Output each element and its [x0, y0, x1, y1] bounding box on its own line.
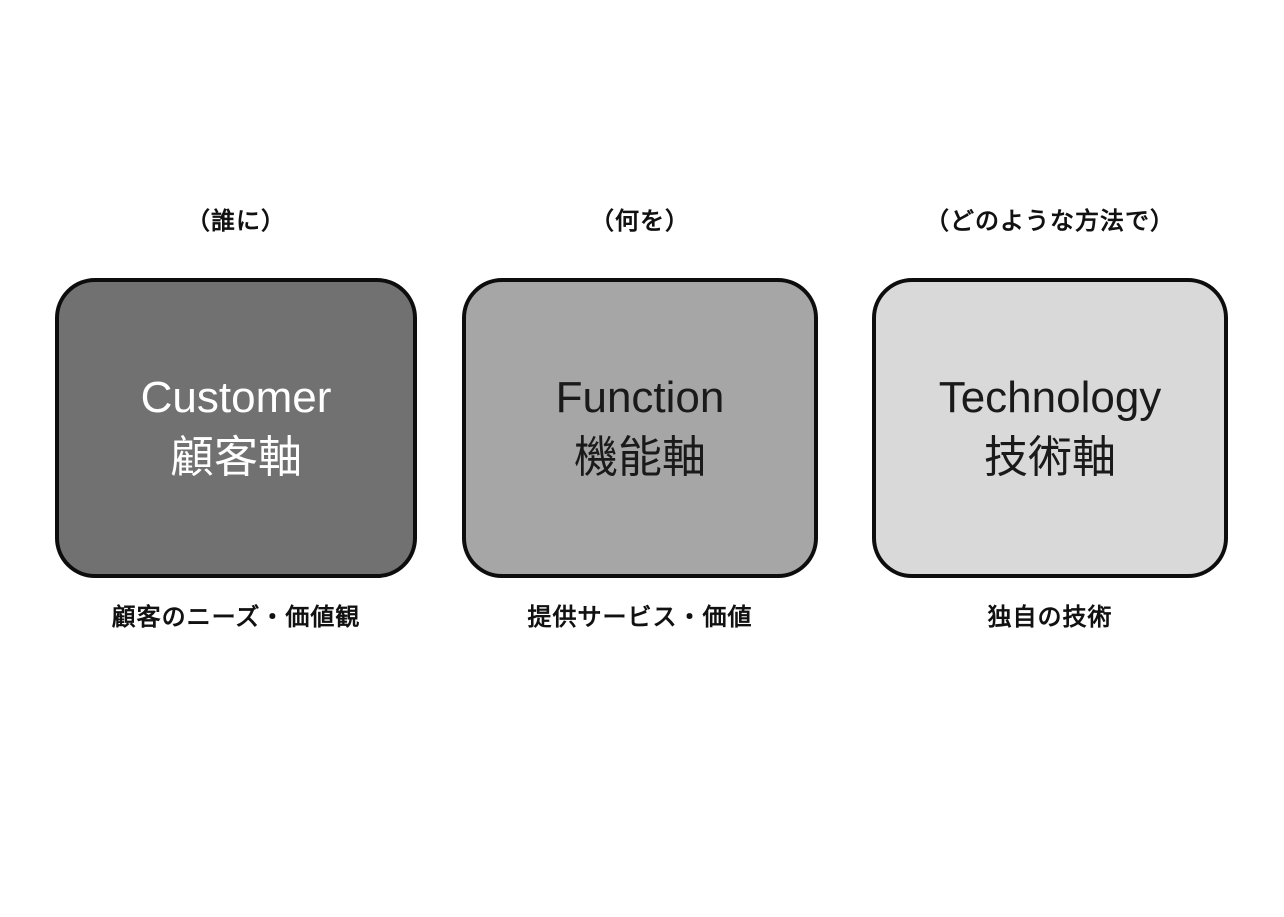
question-label-technology: （どのような方法で） — [925, 208, 1175, 235]
technology-title-en: Technology — [938, 373, 1162, 422]
column-technology: （どのような方法で） Technology 技術軸 独自の技術 — [872, 204, 1228, 636]
description-customer: 顧客のニーズ・価値観 — [111, 604, 361, 631]
description-technology: 独自の技術 — [987, 604, 1113, 631]
function-title-en: Function — [555, 373, 725, 422]
column-customer: （誰に） Customer 顧客軸 顧客のニーズ・価値観 — [55, 204, 417, 636]
technology-title-ja: 技術軸 — [984, 433, 1116, 482]
description-function: 提供サービス・価値 — [527, 604, 753, 631]
question-label-function: （何を） — [590, 208, 690, 235]
function-axis-box: Function 機能軸 — [462, 278, 818, 578]
question-label-customer: （誰に） — [186, 208, 286, 235]
function-title-ja: 機能軸 — [574, 433, 706, 482]
technology-axis-box: Technology 技術軸 — [872, 278, 1228, 578]
column-function: （何を） Function 機能軸 提供サービス・価値 — [462, 204, 818, 636]
customer-title-en: Customer — [140, 373, 332, 422]
customer-axis-box: Customer 顧客軸 — [55, 278, 417, 578]
customer-title-ja: 顧客軸 — [170, 433, 302, 482]
